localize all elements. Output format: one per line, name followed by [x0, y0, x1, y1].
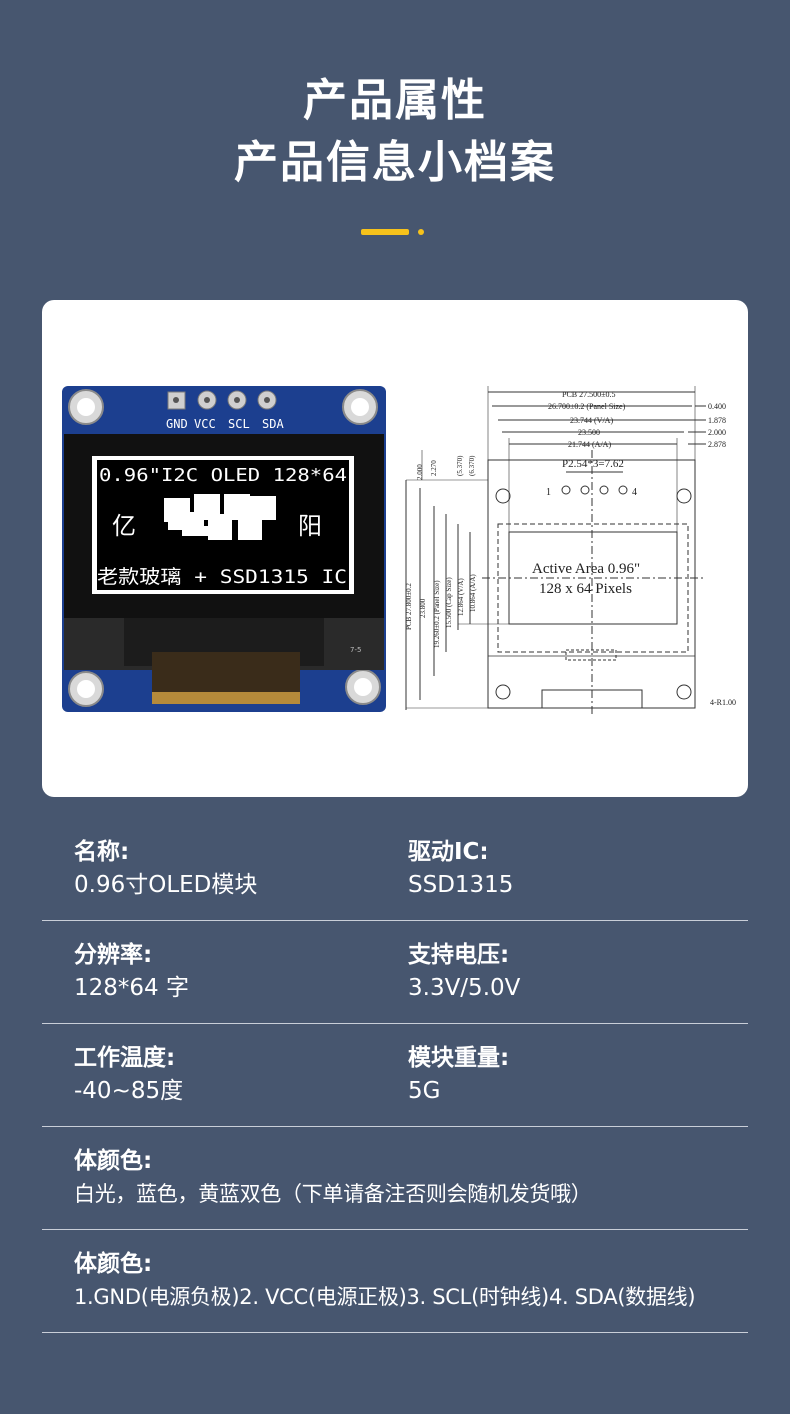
spec-cell: 驱动IC: SSD1315	[408, 836, 513, 902]
page-header: 产品属性 产品信息小档案	[0, 70, 790, 194]
spec-row: 分辨率: 128*64 字 支持电压: 3.3V/5.0V	[42, 921, 748, 1024]
dim-panel-label: 26.700±0.2 (Panel Size)	[548, 402, 626, 411]
drawing-pin-icon	[580, 485, 590, 495]
spec-cell: 体颜色: 1.GND(电源负极)2. VCC(电源正极)3. SCL(时钟线)4…	[74, 1248, 696, 1314]
spec-value: 3.3V/5.0V	[408, 975, 521, 1001]
spec-value: 白光，蓝色，黄蓝双色（下单请备注否则会随机发货哦）	[74, 1182, 592, 1206]
accent-bar	[361, 229, 409, 235]
drawing-labels: PCB 27.500±0.5 26.700±0.2 (Panel Size) 2…	[405, 390, 736, 707]
drawing-panel	[497, 523, 689, 653]
drawing-fpc	[565, 649, 617, 661]
v-23800-label: 23.800	[419, 598, 427, 618]
screen-right-char: 阳	[298, 512, 322, 540]
spec-cell: 体颜色: 白光，蓝色，黄蓝双色（下单请备注否则会随机发货哦）	[74, 1145, 592, 1211]
dim-2000-label: 2.000	[708, 428, 726, 437]
drawing-hole-icon	[676, 488, 692, 504]
dim-2878-label: 2.878	[708, 440, 726, 449]
drawing-pin-icon	[618, 485, 628, 495]
dim-23500-label: 23.500	[578, 428, 600, 437]
spec-row: 工作温度: -40~85度 模块重量: 5G	[42, 1024, 748, 1127]
dim-pcb-label: PCB 27.500±0.5	[562, 390, 616, 399]
spec-label: 工作温度:	[74, 1045, 176, 1071]
dim-0400-label: 0.400	[708, 402, 726, 411]
pin-hole	[204, 397, 210, 403]
mount-hole-inner	[354, 678, 372, 696]
product-illustration: GND VCC SCL SDA 0.96"I2C OLED 128*64 亿 阳	[62, 386, 736, 714]
active-area-line-1: Active Area 0.96"	[532, 561, 640, 577]
spec-cell: 分辨率: 128*64 字	[74, 939, 189, 1005]
drawing-hole-icon	[495, 684, 511, 700]
v-pcb-label: PCB 27.800±0.2	[405, 583, 413, 630]
pin-label-scl: SCL	[228, 417, 250, 431]
page-subtitle: 产品信息小档案	[234, 137, 556, 188]
spec-cell: 名称: 0.96寸OLED模块	[74, 836, 257, 902]
v-2000-label: 2.000	[416, 464, 424, 480]
pin-hole	[264, 397, 270, 403]
mount-hole-inner	[77, 680, 95, 698]
spec-value: 1.GND(电源负极)2. VCC(电源正极)3. SCL(时钟线)4. SDA…	[74, 1285, 696, 1309]
spec-table: 名称: 0.96寸OLED模块 驱动IC: SSD1315 分辨率: 128*6…	[42, 818, 748, 1333]
mount-hole-inner	[351, 398, 369, 416]
v-panel-label: 19.260±0.2 (Panel Size)	[433, 580, 441, 648]
screen-left-char: 亿	[112, 512, 136, 540]
spec-value: -40~85度	[74, 1078, 184, 1104]
pin-label-sda: SDA	[262, 417, 284, 431]
spec-label: 体颜色:	[74, 1251, 153, 1277]
drawing-pin-icon	[561, 485, 571, 495]
pin-label-vcc: VCC	[194, 417, 216, 431]
spec-label: 名称:	[74, 839, 130, 865]
v-cap-label: 15.500 (Cap Size)	[445, 577, 453, 628]
screen-line-1: 0.96"I2C OLED 128*64	[99, 465, 347, 486]
dim-va-label: 23.744 (V/A)	[570, 416, 613, 425]
product-image-card: GND VCC SCL SDA 0.96"I2C OLED 128*64 亿 阳	[42, 300, 748, 797]
accent-dot	[418, 229, 424, 235]
v-va-label: 12.864 (V/A)	[457, 578, 465, 616]
drawing-hole-icon	[676, 684, 692, 700]
drawing-pin-icon	[599, 485, 609, 495]
spec-value: 128*64 字	[74, 975, 189, 1001]
oled-module: GND VCC SCL SDA 0.96"I2C OLED 128*64 亿 阳	[62, 386, 386, 712]
hole-label: 4-R1.00	[710, 698, 736, 707]
spec-cell: 支持电压: 3.3V/5.0V	[408, 939, 520, 1005]
spec-label: 驱动IC:	[408, 839, 489, 865]
v-2270-label: 2.270	[430, 460, 438, 476]
screen-line-3: 老款玻璃 + SSD1315 IC	[97, 566, 347, 588]
spec-row: 名称: 0.96寸OLED模块 驱动IC: SSD1315	[42, 818, 748, 921]
spec-cell: 工作温度: -40~85度	[74, 1042, 183, 1108]
dim-1878-label: 1.878	[708, 416, 726, 425]
spec-row: 体颜色: 1.GND(电源负极)2. VCC(电源正极)3. SCL(时钟线)4…	[42, 1230, 748, 1333]
spec-cell: 模块重量: 5G	[408, 1042, 509, 1108]
ribbon-mark: 7-5	[350, 646, 361, 654]
mount-hole-inner	[77, 398, 95, 416]
spec-value: SSD1315	[408, 872, 514, 898]
spec-row: 体颜色: 白光，蓝色，黄蓝双色（下单请备注否则会随机发货哦）	[42, 1127, 748, 1230]
spec-value: 0.96寸OLED模块	[74, 872, 258, 898]
pin-hole	[234, 397, 240, 403]
technical-drawing	[405, 386, 706, 714]
active-area-line-2: 128 x 64 Pixels	[539, 581, 632, 597]
spec-label: 支持电压:	[408, 942, 510, 968]
pitch-label: P2.54*3=7.62	[562, 458, 624, 470]
ribbon-connector	[152, 692, 300, 704]
v-5370-label: (5.370)	[456, 455, 464, 476]
spec-value: 5G	[408, 1078, 441, 1104]
v-6370-label: (6.370)	[468, 455, 476, 476]
pixel-logo-icon	[164, 494, 276, 540]
dim-aa-label: 21.744 (A/A)	[568, 440, 611, 449]
pin-last-label: 4	[632, 487, 637, 498]
spec-label: 体颜色:	[74, 1148, 153, 1174]
page-title: 产品属性	[303, 75, 487, 126]
drawing-bottom	[487, 655, 696, 708]
drawing-hole-icon	[495, 488, 511, 504]
spec-label: 模块重量:	[408, 1045, 510, 1071]
pin-first-label: 1	[546, 487, 551, 498]
spec-label: 分辨率:	[74, 942, 153, 968]
pin-label-gnd: GND	[166, 417, 188, 431]
v-aa-label: 10.864 (A/A)	[469, 574, 477, 612]
pin-hole	[173, 397, 179, 403]
